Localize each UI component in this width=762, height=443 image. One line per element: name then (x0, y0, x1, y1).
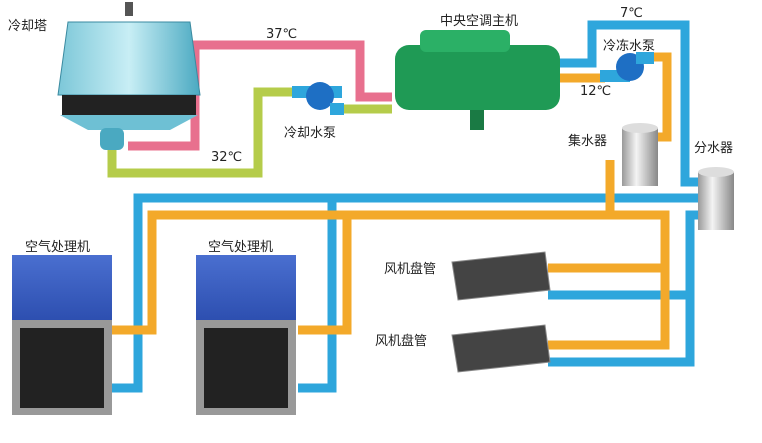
fan-coil-unit-1 (451, 251, 551, 301)
pipe-return-fcu (548, 210, 670, 350)
chilled-pump-label: 冷冻水泵 (603, 39, 656, 54)
chilled-water-pump (600, 52, 654, 82)
chiller-label: 中央空调主机 (440, 14, 519, 29)
fcu-2-label: 风机盘管 (375, 334, 428, 349)
pipe-chilled-supply (560, 20, 705, 187)
air-handling-unit-2 (196, 255, 296, 415)
pipe-supply-main (108, 193, 700, 393)
pipe-return-ahu2 (298, 215, 352, 335)
water-collector (622, 123, 658, 186)
fan-coil-unit-2 (451, 324, 551, 373)
air-handling-unit-1 (12, 255, 112, 415)
ahu-2-label: 空气处理机 (208, 240, 274, 255)
pipe-cool-cooling-water (107, 87, 296, 178)
temp-12-label: 12℃ (580, 84, 612, 99)
fcu-1-label: 风机盘管 (384, 262, 437, 277)
ahu-1-label: 空气处理机 (25, 240, 91, 255)
cooling-water-pump (292, 82, 344, 115)
distributor-label: 分水器 (694, 141, 734, 156)
chiller (395, 30, 560, 130)
cooling-tower (57, 2, 201, 150)
temp-7-label: 7℃ (620, 6, 643, 21)
temp-32-label: 32℃ (211, 150, 243, 165)
cooling-tower-label: 冷却塔 (8, 19, 48, 34)
pipe-chilled-return-pump (650, 52, 672, 142)
pipe-supply-ahu2 (298, 198, 337, 393)
pipe-hot-cooling-water (128, 40, 392, 151)
cooling-pump-label: 冷却水泵 (284, 126, 337, 141)
water-distributor (698, 167, 734, 230)
pipe-supply-fcu (548, 210, 700, 367)
collector-label: 集水器 (568, 134, 608, 149)
temp-37-label: 37℃ (266, 27, 298, 42)
pipe-return-main (108, 160, 615, 335)
